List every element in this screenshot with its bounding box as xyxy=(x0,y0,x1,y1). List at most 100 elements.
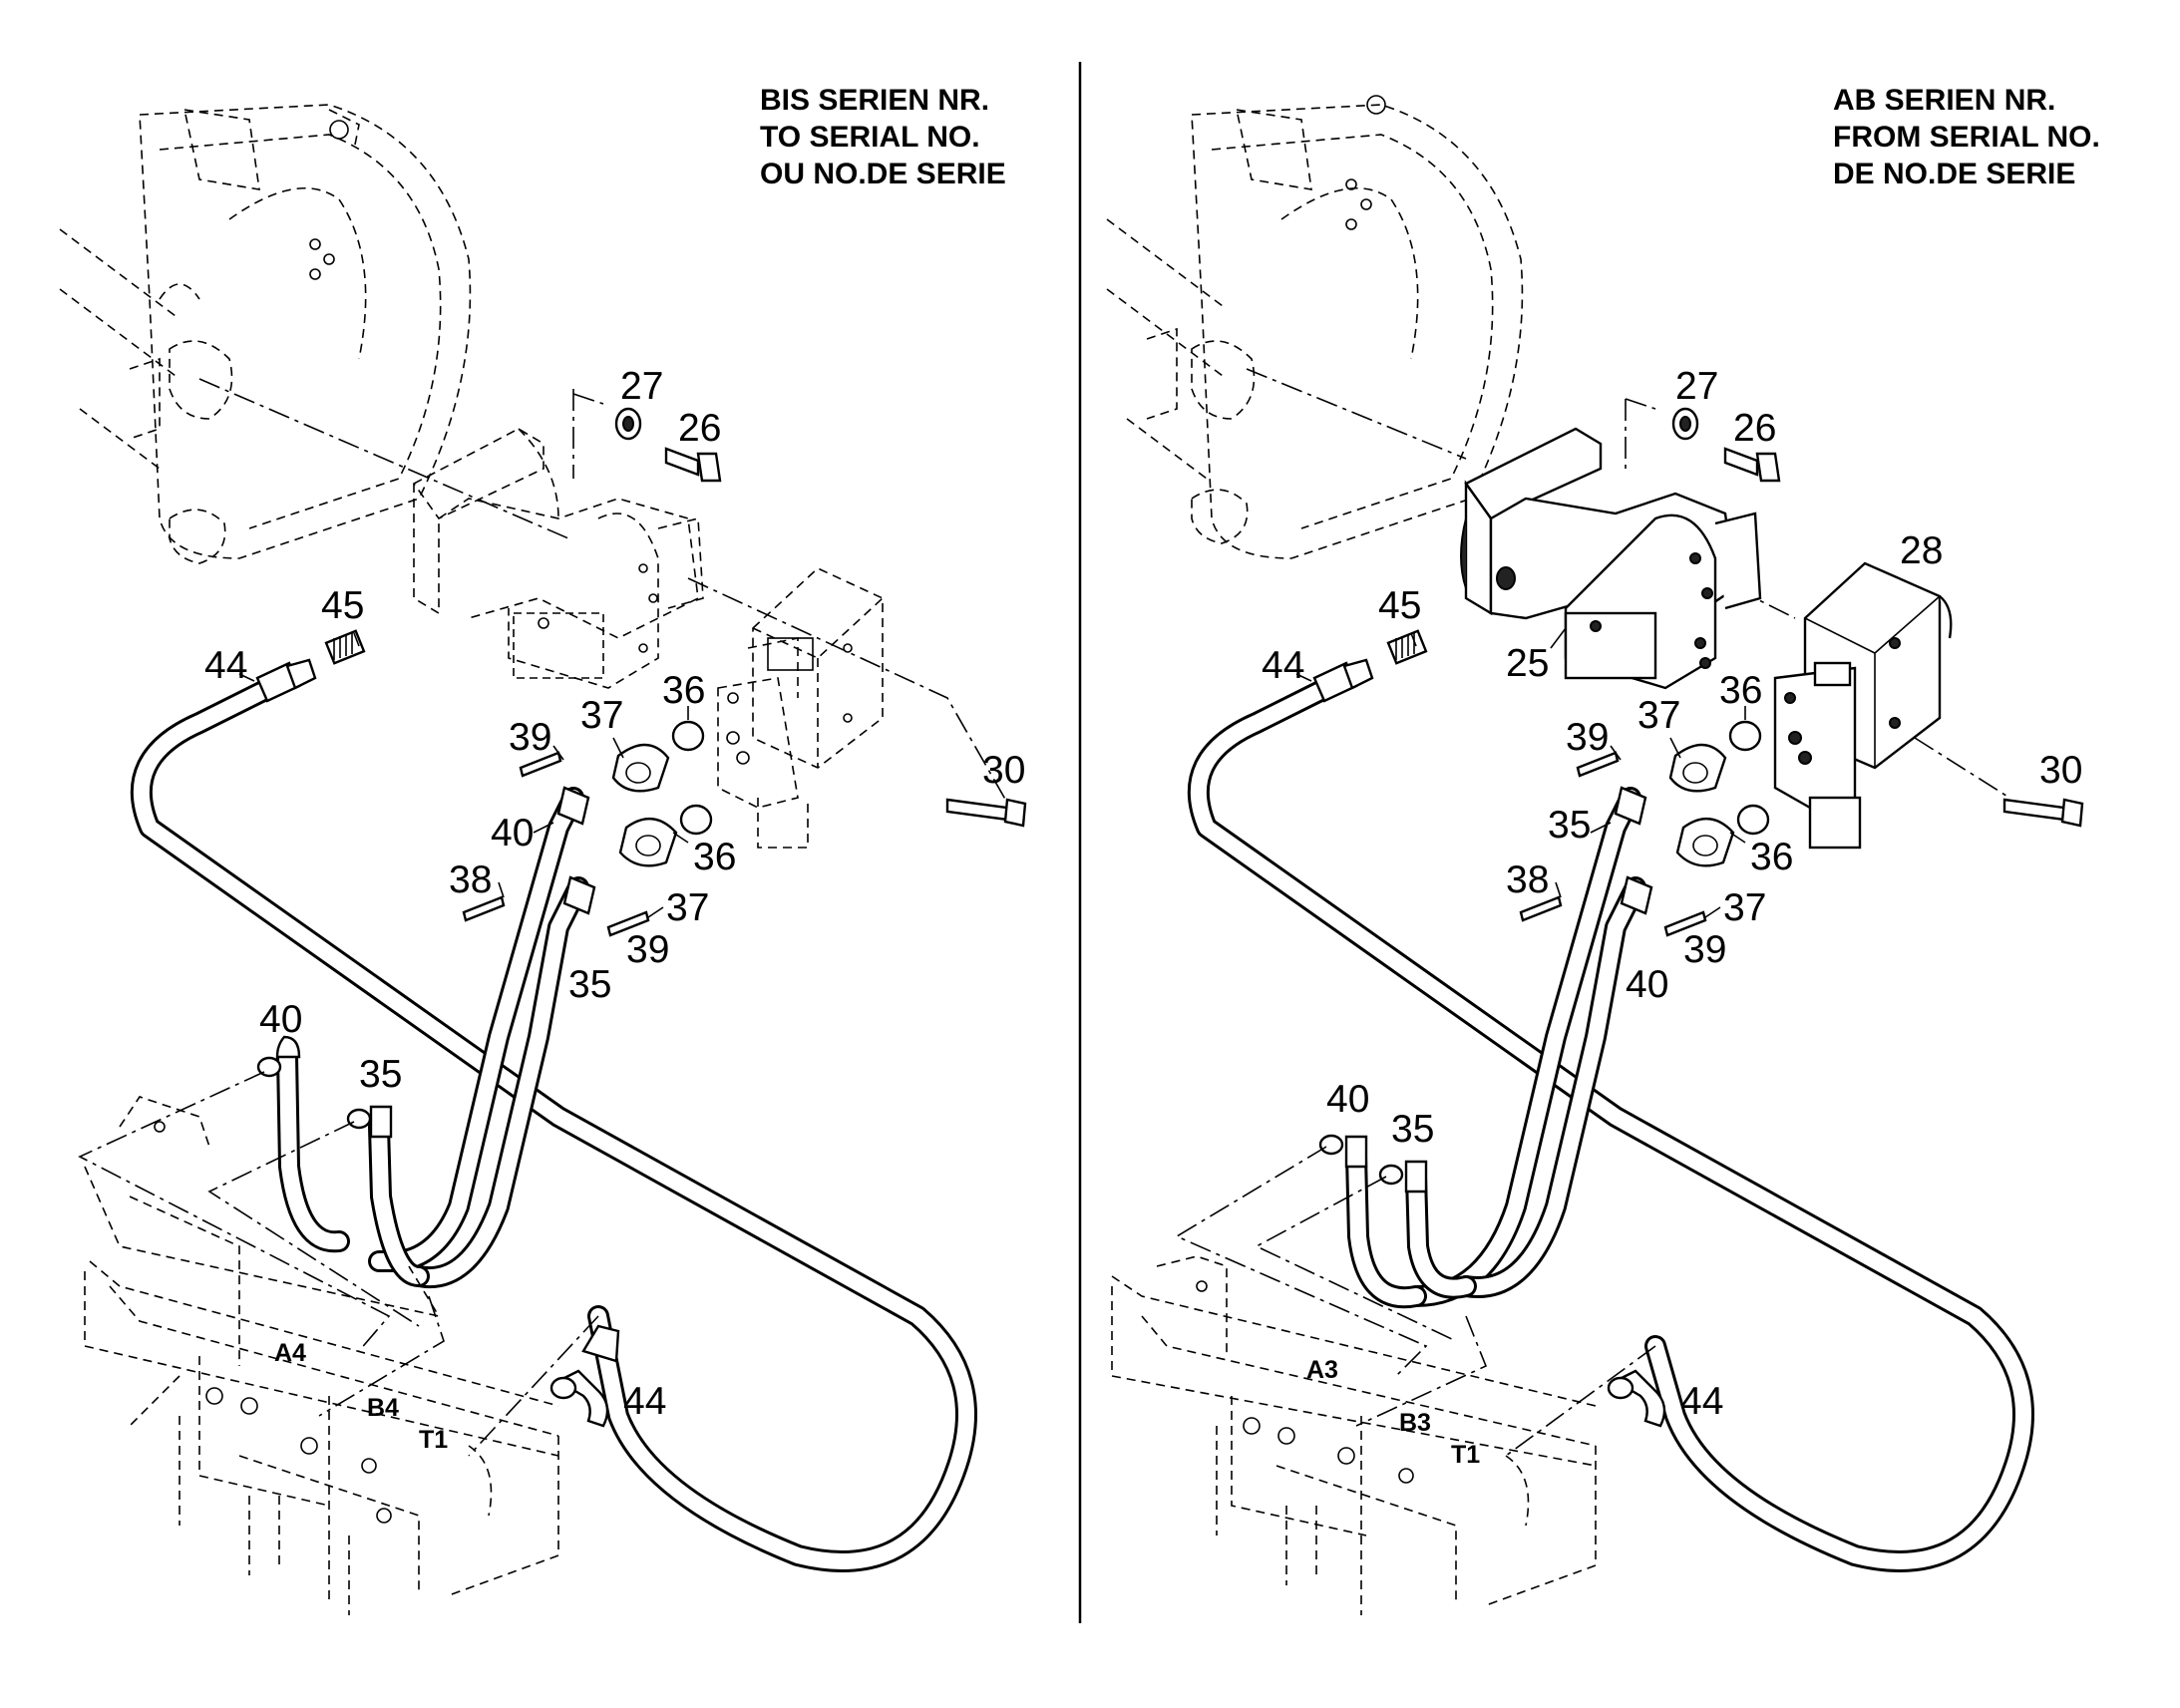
split-flange-37 xyxy=(1668,743,1727,793)
hose-44 xyxy=(1187,658,2034,1572)
part-label: 35 xyxy=(568,963,611,1006)
port-label: T1 xyxy=(419,1426,448,1454)
part-label: 40 xyxy=(259,998,302,1041)
routing-lines xyxy=(78,1071,599,1457)
axis-line xyxy=(572,393,604,405)
axis-line xyxy=(687,577,1008,804)
right-part-labels: 27 26 28 45 44 25 36 37 39 30 35 36 38 3… xyxy=(1262,365,2082,1423)
right-exploded-view: 27 26 28 45 44 25 36 37 39 30 35 36 38 3… xyxy=(1106,95,2084,1615)
part-label: 38 xyxy=(1506,858,1549,901)
hose-40-35-upper xyxy=(368,786,596,1289)
part-label: 26 xyxy=(678,407,721,450)
screw-38 xyxy=(1519,895,1563,922)
part-label: 36 xyxy=(693,836,736,878)
header-line: TO SERIAL NO. xyxy=(760,121,980,154)
left-port-labels: A4 B4 T1 xyxy=(274,1339,448,1454)
part-label: 39 xyxy=(1683,928,1726,971)
hose-40-35-lower xyxy=(256,1035,430,1287)
leader-lines xyxy=(238,632,689,918)
part-label: 40 xyxy=(1326,1078,1369,1121)
port-label: A4 xyxy=(274,1339,306,1367)
right-serial-header: AB SERIEN NR. FROM SERIAL NO. DE NO.DE S… xyxy=(1833,82,2100,192)
part-label: 38 xyxy=(449,858,492,901)
part-label: 40 xyxy=(491,812,534,854)
bolt-26 xyxy=(1723,447,1781,483)
split-flange-37 xyxy=(618,818,678,867)
header-line: FROM SERIAL NO. xyxy=(1833,121,2100,154)
part-label: 27 xyxy=(620,365,663,408)
part-label: 28 xyxy=(1900,529,1943,572)
left-exploded-view: 27 26 45 44 36 37 39 30 40 36 38 37 39 3… xyxy=(59,104,1027,1615)
hydraulic-motor-25 xyxy=(1460,427,1762,690)
drum-frame-outline xyxy=(1106,95,1524,559)
right-port-labels: A3 B3 T1 xyxy=(1306,1356,1480,1469)
fitting-45 xyxy=(1386,629,1428,665)
part-label: 45 xyxy=(1378,584,1421,627)
valve-block-28 xyxy=(1773,561,1953,850)
part-label: 45 xyxy=(321,584,364,627)
left-serial-header: BIS SERIEN NR. TO SERIAL NO. OU NO.DE SE… xyxy=(760,82,1006,192)
port-label: B4 xyxy=(367,1394,399,1422)
part-label: 39 xyxy=(509,716,551,759)
part-label: 26 xyxy=(1733,407,1776,450)
part-label: 44 xyxy=(623,1380,666,1423)
part-label: 25 xyxy=(1506,642,1549,685)
drum-frame-outline xyxy=(59,104,472,564)
washer-27 xyxy=(1671,407,1699,441)
elbow-44 xyxy=(549,1369,609,1428)
part-label: 40 xyxy=(1626,963,1668,1006)
part-label: 36 xyxy=(1750,836,1793,878)
header-line: AB SERIEN NR. xyxy=(1833,84,2056,117)
axis-line xyxy=(1625,398,1656,410)
base-frame-outline xyxy=(1111,1255,1597,1615)
part-label: 27 xyxy=(1675,365,1718,408)
part-label: 36 xyxy=(1719,669,1762,712)
hose-40-35-lower xyxy=(1318,1134,1477,1309)
part-label: 44 xyxy=(204,644,247,687)
screw-39 xyxy=(1663,910,1707,937)
part-label: 35 xyxy=(1548,804,1591,847)
part-label: 36 xyxy=(662,669,705,712)
o-ring-36 xyxy=(671,720,705,752)
part-label: 35 xyxy=(359,1053,402,1096)
o-ring-36 xyxy=(1736,804,1770,836)
bolt-30 xyxy=(2002,798,2084,828)
part-label: 37 xyxy=(1723,886,1766,929)
screw-39 xyxy=(606,910,650,937)
part-label: 37 xyxy=(1637,694,1680,737)
bolt-30 xyxy=(945,798,1027,828)
part-label: 30 xyxy=(2039,749,2082,792)
hose-44 xyxy=(130,658,977,1572)
o-ring-36 xyxy=(1728,720,1762,752)
valve-block-outline xyxy=(717,567,884,849)
split-flange-37 xyxy=(1675,818,1735,867)
hydraulic-motor-outline xyxy=(412,428,704,689)
header-line: BIS SERIEN NR. xyxy=(760,84,990,117)
axis-line xyxy=(198,378,569,539)
routing-lines xyxy=(1175,1146,1656,1457)
washer-27 xyxy=(614,407,642,441)
o-ring-36 xyxy=(679,804,713,836)
left-part-labels: 27 26 45 44 36 37 39 30 40 36 38 37 39 3… xyxy=(204,365,1025,1423)
screw-39 xyxy=(1576,751,1620,778)
bolt-26 xyxy=(664,447,722,483)
part-label: 44 xyxy=(1680,1380,1723,1423)
screw-38 xyxy=(462,895,506,922)
part-label: 44 xyxy=(1262,644,1304,687)
header-line: DE NO.DE SERIE xyxy=(1833,158,2076,190)
part-label: 30 xyxy=(982,749,1025,792)
port-label: T1 xyxy=(1451,1441,1480,1469)
part-label: 37 xyxy=(666,886,709,929)
elbow-44 xyxy=(1607,1369,1666,1428)
leader-lines xyxy=(1295,627,1746,918)
axis-line xyxy=(1246,368,1467,460)
port-label: A3 xyxy=(1306,1356,1338,1384)
split-flange-37 xyxy=(611,743,670,793)
part-label: 39 xyxy=(626,928,669,971)
part-label: 35 xyxy=(1391,1108,1434,1151)
axis-line xyxy=(1914,737,2010,799)
fitting-45 xyxy=(324,629,366,665)
part-label: 39 xyxy=(1566,716,1609,759)
